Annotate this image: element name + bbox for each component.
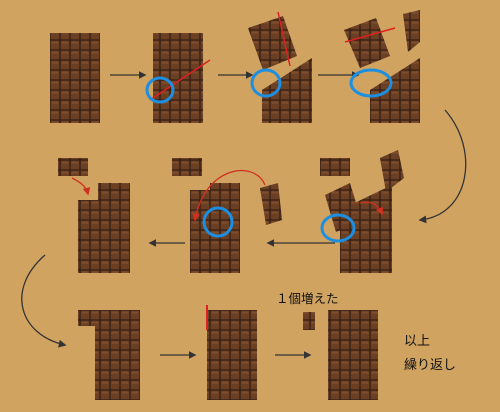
step9-bar bbox=[206, 305, 257, 400]
cut-line-icon bbox=[277, 11, 291, 67]
circle-highlight-icon bbox=[202, 206, 234, 238]
step10-bar bbox=[303, 310, 378, 400]
arrow-down-curve-icon bbox=[21, 254, 67, 348]
step4-bar bbox=[344, 10, 420, 123]
step8-bar bbox=[78, 310, 140, 400]
done-label-line2: 繰り返し bbox=[404, 358, 457, 373]
step6-bar bbox=[172, 158, 282, 273]
step1-bar bbox=[50, 33, 100, 123]
cut-line-icon bbox=[149, 59, 211, 101]
arrow-down-curve-icon bbox=[418, 109, 467, 224]
done-label-line1: 以上 bbox=[404, 334, 431, 349]
circle-highlight-icon bbox=[349, 68, 393, 98]
circle-highlight-icon bbox=[250, 68, 282, 98]
step2-bar bbox=[145, 33, 211, 123]
curved-arrow-icon bbox=[71, 177, 91, 196]
circle-highlight-icon bbox=[320, 213, 356, 243]
step5-bar bbox=[320, 150, 404, 273]
curved-arrow-icon bbox=[359, 201, 384, 216]
step3-bar bbox=[248, 11, 312, 123]
step7-bar bbox=[58, 158, 130, 273]
increase-label: １個増えた bbox=[276, 291, 339, 306]
circle-highlight-icon bbox=[145, 76, 175, 104]
cut-line-icon bbox=[344, 27, 396, 43]
curved-arrow-icon bbox=[192, 170, 266, 222]
